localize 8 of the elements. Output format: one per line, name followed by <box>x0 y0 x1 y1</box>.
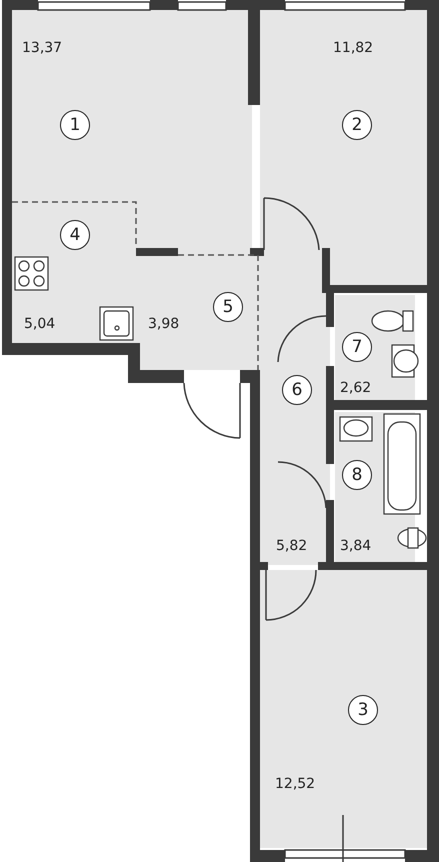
room-area: 3,84 <box>340 538 372 554</box>
room-area: 2,62 <box>340 380 372 396</box>
room-area: 5,04 <box>24 316 56 332</box>
room-area: 5,82 <box>276 538 308 554</box>
room-area: 11,82 <box>333 40 374 56</box>
room-area: 3,98 <box>148 316 180 332</box>
room-area: 13,37 <box>22 40 62 56</box>
room-area: 12,52 <box>275 776 316 792</box>
